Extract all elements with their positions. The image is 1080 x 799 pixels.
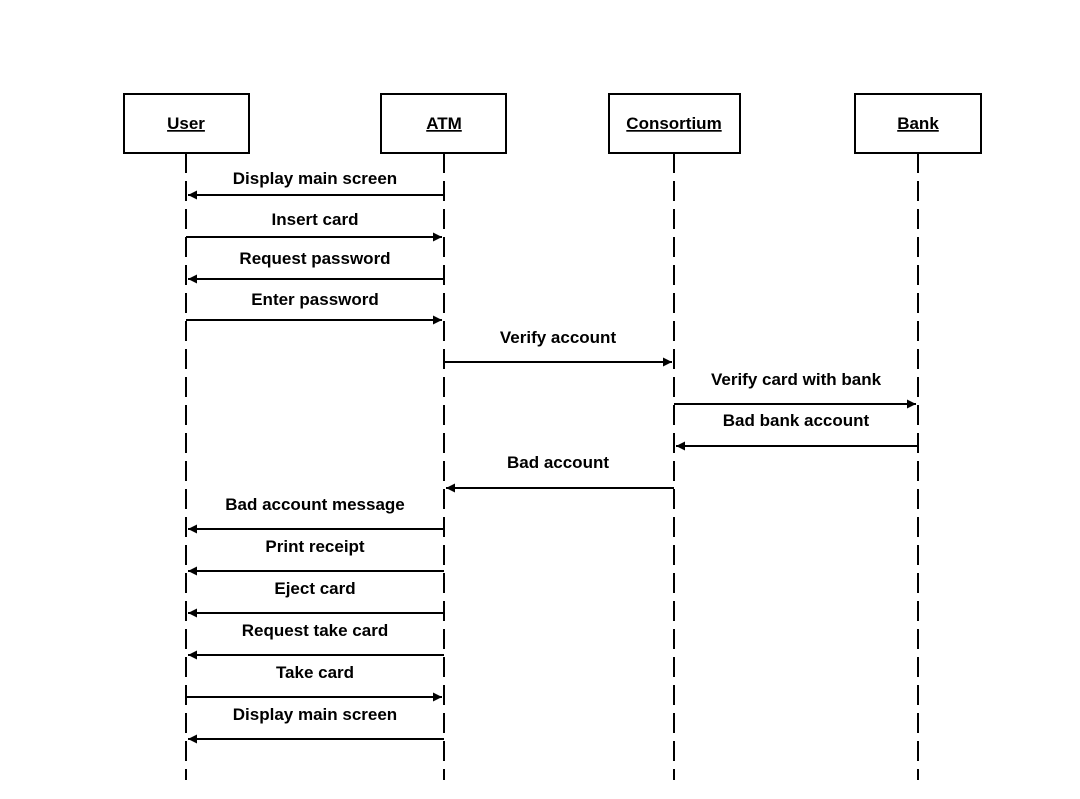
actor-label-bank: Bank [897, 114, 939, 133]
message-bad-bank-account: Bad bank account [676, 411, 918, 451]
message-request-take-card: Request take card [188, 621, 444, 660]
message-label: Bad bank account [723, 411, 870, 430]
message-display-main-screen-final: Display main screen [188, 705, 444, 744]
actor-label-atm: ATM [426, 114, 462, 133]
message-take-card: Take card [186, 663, 442, 702]
actor-bank: Bank [854, 93, 982, 154]
actor-consortium: Consortium [608, 93, 741, 154]
message-bad-account: Bad account [446, 453, 674, 493]
message-print-receipt: Print receipt [188, 537, 444, 576]
message-verify-account: Verify account [444, 328, 672, 367]
message-label: Request password [239, 249, 390, 268]
message-label: Print receipt [265, 537, 365, 556]
actor-label-user: User [167, 114, 205, 133]
message-enter-password: Enter password [186, 290, 442, 325]
message-label: Display main screen [233, 169, 397, 188]
message-label: Bad account [507, 453, 609, 472]
message-label: Enter password [251, 290, 379, 309]
message-label: Verify card with bank [711, 370, 882, 389]
message-verify-card-with-bank: Verify card with bank [674, 370, 916, 409]
message-label: Request take card [242, 621, 388, 640]
message-label: Display main screen [233, 705, 397, 724]
message-insert-card: Insert card [186, 210, 442, 242]
actor-atm: ATM [380, 93, 507, 154]
message-label: Verify account [500, 328, 617, 347]
message-display-main-screen: Display main screen [188, 169, 444, 200]
message-label: Insert card [272, 210, 359, 229]
message-label: Take card [276, 663, 354, 682]
message-label: Eject card [274, 579, 355, 598]
message-label: Bad account message [225, 495, 405, 514]
actor-user: User [123, 93, 250, 154]
actor-label-consortium: Consortium [626, 114, 721, 133]
message-request-password: Request password [188, 249, 444, 284]
message-eject-card: Eject card [188, 579, 444, 618]
message-bad-account-message: Bad account message [188, 495, 444, 534]
